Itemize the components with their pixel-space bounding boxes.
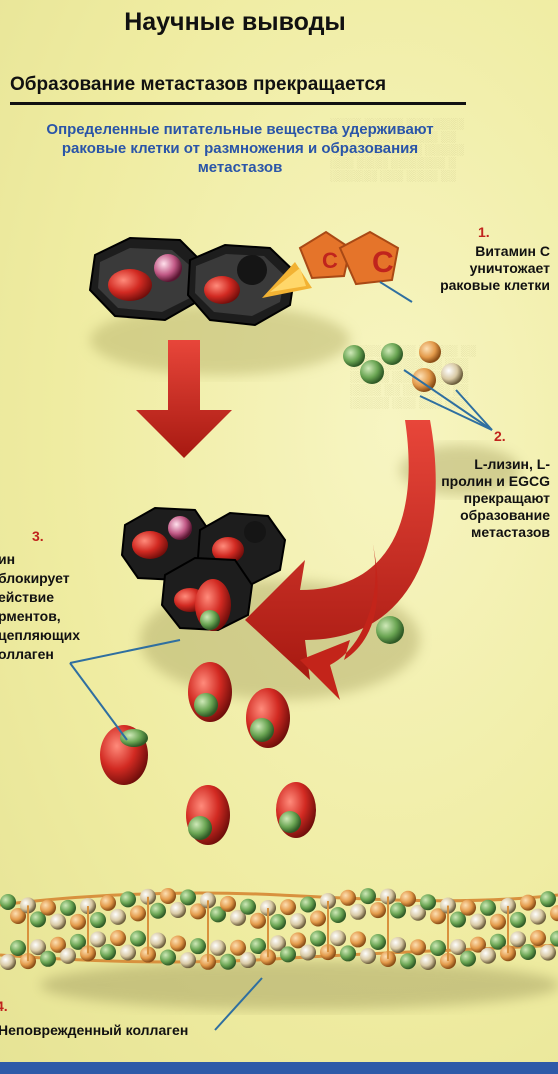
collagen-bead — [420, 954, 436, 970]
vitamin-c-letter: C — [372, 246, 394, 279]
collagen-bead — [70, 914, 86, 930]
subtitle-underline — [10, 102, 466, 105]
collagen-bead — [360, 948, 376, 964]
collagen-bead — [150, 903, 166, 919]
collagen-bead — [180, 889, 196, 905]
collagen-bead — [90, 931, 106, 947]
collagen-bead — [330, 907, 346, 923]
collagen-bead — [50, 914, 66, 930]
collagen-bead — [490, 914, 506, 930]
collagen-bead — [360, 888, 376, 904]
svg-text:C: C — [322, 248, 338, 273]
bottom-bar — [0, 1062, 558, 1074]
step-2-number: 2. — [494, 428, 506, 444]
collagen-bead — [420, 894, 436, 910]
collagen-bead — [40, 951, 56, 967]
collagen-bead — [250, 913, 266, 929]
collagen-bead — [100, 944, 116, 960]
collagen-bead — [120, 891, 136, 907]
page-title: Научные выводы — [0, 8, 470, 37]
collagen-bead — [100, 895, 116, 911]
collagen-bead — [390, 937, 406, 953]
collagen-bead — [60, 948, 76, 964]
collagen-bead — [190, 938, 206, 954]
step-4-number: 4. — [0, 998, 8, 1014]
collagen-bead — [300, 944, 316, 960]
collagen-bead — [0, 894, 16, 910]
collagen-bead — [350, 931, 366, 947]
collagen-bead — [550, 905, 558, 921]
collagen-bead — [150, 933, 166, 949]
collagen-bead — [480, 900, 496, 916]
collagen-bead — [240, 899, 256, 915]
collagen-bead — [60, 900, 76, 916]
collagen-bead — [160, 949, 176, 965]
step-3-label: ин блокирует ействие рментов, цепляющих … — [0, 550, 86, 664]
collagen-bead — [400, 891, 416, 907]
page-subtitle: Образование метастазов прекращается — [10, 74, 386, 96]
collagen-bead — [160, 888, 176, 904]
collagen-bead — [220, 954, 236, 970]
collagen-bead — [460, 900, 476, 916]
collagen-strand — [0, 888, 558, 970]
collagen-bead — [510, 931, 526, 947]
collagen-bead — [180, 952, 196, 968]
collagen-bead — [130, 905, 146, 921]
collagen-bead — [110, 909, 126, 925]
step-1-number: 1. — [478, 224, 490, 240]
collagen-bead — [170, 902, 186, 918]
collagen-bead — [170, 935, 186, 951]
collagen-bead — [220, 896, 236, 912]
collagen-bead — [310, 930, 326, 946]
collagen-bead — [0, 954, 16, 970]
collagen-bead — [120, 945, 136, 961]
collagen-bead — [10, 940, 26, 956]
step-3-number: 3. — [32, 528, 44, 544]
collagen-bead — [340, 945, 356, 961]
step-4-label: Неповрежденный коллаген — [0, 1022, 238, 1039]
collagen-bead — [540, 945, 556, 961]
collagen-bead — [400, 953, 416, 969]
collagen-bead — [300, 896, 316, 912]
collagen-bead — [430, 940, 446, 956]
collagen-bead — [540, 891, 556, 907]
collagen-bead — [130, 931, 146, 947]
step-1-label: Витамин С уничтожает раковые клетки — [410, 243, 550, 294]
collagen-bead — [520, 895, 536, 911]
collagen-bead — [370, 934, 386, 950]
collagen-bead — [410, 939, 426, 955]
collagen-bead — [520, 944, 536, 960]
collagen-bead — [230, 940, 246, 956]
collagen-bead — [350, 904, 366, 920]
collagen-bead — [470, 914, 486, 930]
collagen-bead — [530, 930, 546, 946]
step-2-label: L-лизин, L-пролин и EGCG прекращают обра… — [440, 456, 550, 541]
collagen-bead — [370, 902, 386, 918]
amino-acid-cluster — [343, 341, 463, 392]
collagen-bead — [530, 909, 546, 925]
collagen-bead — [110, 930, 126, 946]
collagen-bead — [280, 899, 296, 915]
collagen-bead — [40, 900, 56, 916]
collagen-bead — [460, 951, 476, 967]
collagen-bead — [290, 913, 306, 929]
collagen-bead — [310, 910, 326, 926]
collagen-bead — [480, 948, 496, 964]
collagen-bead — [280, 946, 296, 962]
collagen-bead — [210, 940, 226, 956]
collagen-bead — [510, 912, 526, 928]
collagen-bead — [90, 912, 106, 928]
collagen-bead — [270, 914, 286, 930]
collagen-bead — [330, 930, 346, 946]
collagen-bead — [340, 890, 356, 906]
intro-text: Определенные питательные вещества удержи… — [40, 120, 440, 177]
collagen-bead — [240, 952, 256, 968]
